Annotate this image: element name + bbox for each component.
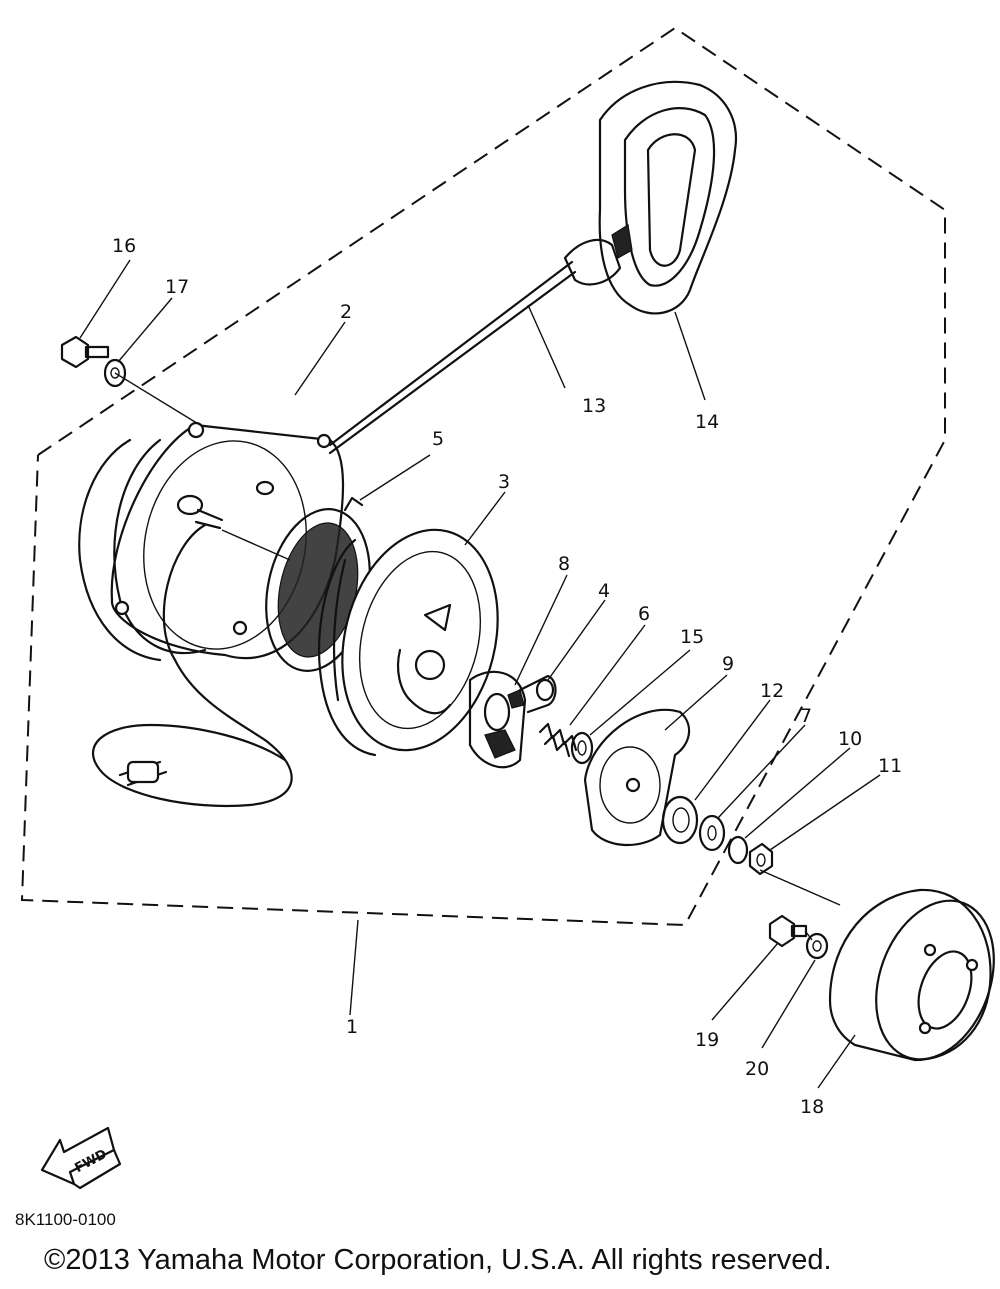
callout-11: 11: [878, 755, 902, 777]
callout-7: 7: [800, 705, 812, 727]
leader-lines: [79, 259, 881, 1089]
part-11-nut: [748, 842, 774, 876]
starter-rope: [92, 523, 293, 808]
part-6-spring: [538, 722, 578, 758]
part-10-washer: [727, 835, 749, 865]
part-17-washer: [103, 358, 127, 388]
part-15-washer: [570, 731, 594, 765]
callout-8: 8: [558, 553, 570, 575]
part-4-pawl: [507, 674, 557, 714]
callout-18: 18: [800, 1096, 824, 1118]
part-12-spring-washer: [661, 795, 699, 845]
part-18-pulley-cup: [828, 888, 995, 1062]
callout-labels: 1 2 3 4 5 6 7 8 9 10 11 12 13 14 15 16 1…: [112, 235, 902, 1118]
callout-16: 16: [112, 235, 136, 257]
copyright-notice: ©2013 Yamaha Motor Corporation, U.S.A. A…: [44, 1244, 832, 1276]
assembly-axis-lines: [114, 372, 841, 941]
callout-20: 20: [745, 1058, 769, 1080]
callout-14: 14: [695, 411, 719, 433]
part-13-rope-segment: [328, 260, 577, 455]
part-3-sheave-drum: [317, 528, 499, 757]
callout-1: 1: [346, 1016, 358, 1038]
assembly-boundary: [20, 26, 946, 927]
diagram-code: 8K1100-0100: [15, 1210, 116, 1229]
part-14-starter-handle: [563, 80, 738, 315]
callout-10: 10: [838, 728, 862, 750]
fwd-label: FWD: [72, 1147, 109, 1176]
callout-12: 12: [760, 680, 784, 702]
callout-9: 9: [722, 653, 734, 675]
part-16-bolt: [60, 335, 110, 369]
callout-5: 5: [432, 428, 444, 450]
part-19-bolt: [768, 914, 808, 948]
callout-17: 17: [165, 276, 189, 298]
callout-3: 3: [498, 471, 510, 493]
callout-15: 15: [680, 626, 704, 648]
part-7-washer: [698, 814, 726, 852]
part-2-housing: [78, 421, 345, 662]
part-9-friction-plate: [583, 708, 691, 847]
callout-13: 13: [582, 395, 606, 417]
fwd-arrow-icon: FWD: [40, 1126, 122, 1190]
callout-6: 6: [638, 603, 650, 625]
part-20-washer: [805, 932, 829, 960]
part-8-ratchet: [468, 670, 527, 769]
callout-2: 2: [340, 301, 352, 323]
callout-19: 19: [695, 1029, 719, 1051]
callout-4: 4: [598, 580, 610, 602]
